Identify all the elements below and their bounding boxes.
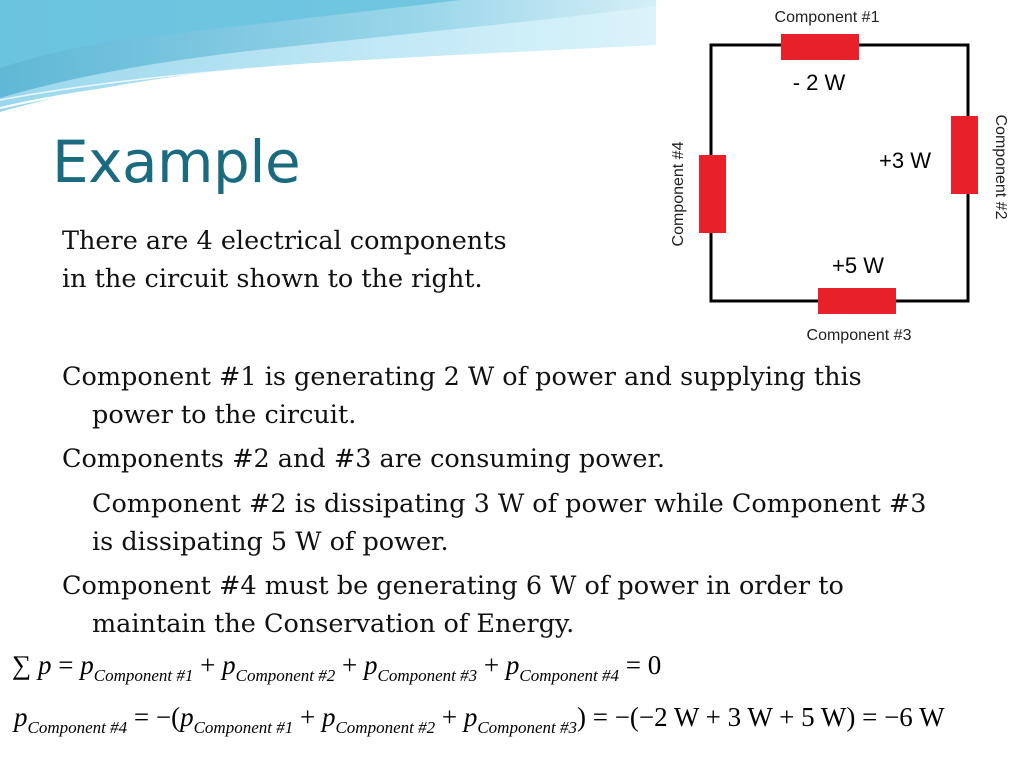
component-1-label: Component #1 — [775, 9, 880, 26]
eq-term: p — [222, 650, 236, 680]
paragraph-line: power to the circuit. — [92, 400, 357, 430]
eq-operator: + — [200, 650, 216, 680]
eq-operator: = — [58, 650, 74, 680]
eq-operator: = −( — [133, 702, 181, 732]
paragraph-component-1: Component #1 is generating 2 W of power … — [62, 358, 862, 434]
circuit-diagram: Component #1 - 2 W +3 W +5 W Component #… — [656, 0, 1024, 350]
eq-result: ) = −(−2 W + 3 W + 5 W) = −6 W — [576, 702, 945, 732]
paragraph-line: maintain the Conservation of Energy. — [92, 609, 575, 639]
component-2-label: Component #2 — [992, 115, 1009, 220]
eq-subscript: Component #3 — [477, 718, 577, 737]
eq-subscript: Component #4 — [27, 718, 128, 737]
eq-term: p — [321, 702, 336, 732]
eq-subscript: Component #1 — [93, 666, 194, 685]
eq-term: p — [505, 650, 520, 680]
eq-subscript: Component #1 — [193, 718, 294, 737]
intro-line-2: in the circuit shown to the right. — [62, 264, 483, 294]
intro-line-1: There are 4 electrical components — [62, 226, 507, 256]
component-4-resistor — [699, 155, 726, 233]
component-2-power: +3 W — [879, 148, 931, 173]
paragraph-line: Component #1 is generating 2 W of power … — [62, 362, 862, 392]
eq-operator: + — [483, 650, 500, 680]
eq-subscript: Component #3 — [377, 666, 478, 685]
sum-symbol: ∑ — [12, 650, 32, 680]
eq-term: p — [38, 650, 52, 680]
paragraph-dissipation: Component #2 is dissipating 3 W of power… — [92, 485, 926, 561]
eq-operator: = — [625, 650, 641, 680]
component-3-power: +5 W — [832, 253, 884, 278]
paragraph-line: Component #4 must be generating 6 W of p… — [62, 571, 844, 601]
paragraph-line: Component #2 is dissipating 3 W of power… — [92, 489, 927, 519]
eq-term: p — [80, 650, 94, 680]
eq-operator: + — [299, 702, 316, 732]
eq-term: p — [14, 702, 28, 732]
component-1-power: - 2 W — [793, 70, 846, 95]
eq-operator: + — [342, 650, 358, 680]
eq-term: p — [180, 702, 194, 732]
component-3-label: Component #3 — [807, 327, 912, 344]
paragraph-line: Components #2 and #3 are consuming power… — [62, 444, 665, 474]
eq-operator: + — [441, 702, 458, 732]
power-sum-equation: ∑ p = pComponent #1 + pComponent #2 + pC… — [12, 650, 661, 686]
component-4-label: Component #4 — [670, 141, 687, 246]
paragraph-component-4: Component #4 must be generating 6 W of p… — [62, 567, 844, 643]
paragraph-components-2-3: Components #2 and #3 are consuming power… — [62, 440, 665, 478]
paragraph-line: is dissipating 5 W of power. — [92, 527, 449, 557]
component-3-resistor — [818, 288, 896, 314]
component-4-power-equation: pComponent #4 = −(pComponent #1 + pCompo… — [14, 702, 945, 738]
eq-subscript: Component #2 — [335, 718, 436, 737]
eq-subscript: Component #4 — [519, 666, 619, 685]
component-2-resistor — [951, 116, 978, 194]
component-1-resistor — [781, 34, 859, 60]
intro-text: There are 4 electrical components in the… — [62, 222, 507, 298]
eq-term: p — [463, 702, 478, 732]
slide-title: Example — [52, 128, 301, 196]
eq-term: p — [363, 650, 378, 680]
eq-subscript: Component #2 — [235, 666, 336, 685]
eq-result: 0 — [647, 650, 662, 680]
